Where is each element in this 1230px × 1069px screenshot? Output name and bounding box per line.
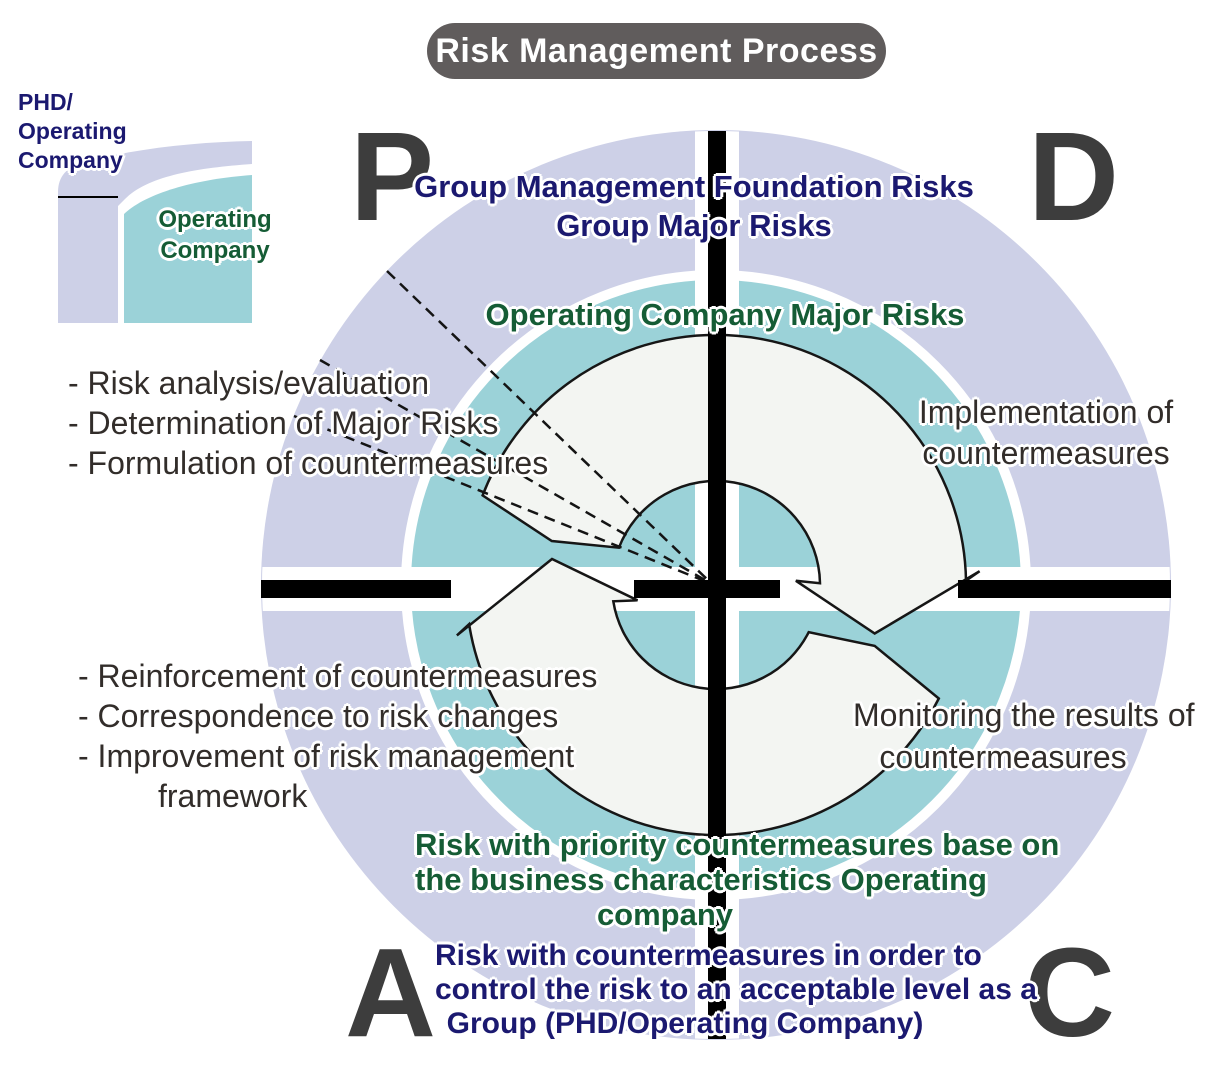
legend-swatch xyxy=(58,141,252,323)
legend-oc-shape xyxy=(124,175,252,323)
zoom-dash-lines xyxy=(293,270,713,586)
legend-phd-line: Company xyxy=(18,147,123,173)
letter-check: C xyxy=(1024,922,1115,1063)
middle-ring-top-line: Operating Company Major Risks xyxy=(485,297,965,332)
letter-act: A xyxy=(345,922,436,1063)
act-item: - Correspondence to risk changes xyxy=(78,698,559,734)
check-annotation-line: Monitoring the results of xyxy=(853,697,1195,733)
outer-ring-bottom-line: Risk with countermeasures in order to xyxy=(435,939,982,972)
cross-bar-horizontal-left xyxy=(261,580,451,598)
zoom-dash-line-2 xyxy=(319,358,713,586)
act-item: framework xyxy=(158,778,308,814)
letter-do: D xyxy=(1028,106,1119,247)
act-items: - Reinforcement of countermeasures - Cor… xyxy=(78,656,597,816)
act-item: - Reinforcement of countermeasures xyxy=(78,658,598,694)
do-annotation-line: Implementation of xyxy=(918,394,1174,430)
letter-plan: P xyxy=(350,106,435,247)
outer-ring-top-line: Group Major Risks xyxy=(556,208,832,243)
middle-ring-bottom-line: company xyxy=(596,897,734,932)
outer-ring-top-line: Group Management Foundation Risks xyxy=(414,169,974,204)
check-annotation: Monitoring the results of countermeasure… xyxy=(853,694,1195,778)
plan-item: - Risk analysis/evaluation xyxy=(68,365,430,401)
zoom-dash-line-3 xyxy=(293,414,713,586)
legend-phd-line: Operating xyxy=(18,118,127,144)
outer-ring-top-label: Group Management Foundation Risks Group … xyxy=(344,167,1044,245)
plan-item: - Determination of Major Risks xyxy=(68,405,499,441)
legend-phd-label: PHD/ Operating Company xyxy=(18,88,127,175)
legend-phd-shape xyxy=(58,141,252,323)
cycle-arrow-top xyxy=(481,333,981,635)
middle-ring-bottom-label: Risk with priority countermeasures base … xyxy=(415,827,1060,932)
cycle-arrow-bottom xyxy=(456,557,941,837)
legend-oc-line: Operating xyxy=(158,206,272,233)
do-annotation: Implementation of countermeasures xyxy=(896,392,1196,474)
plan-item: - Formulation of countermeasures xyxy=(68,445,549,481)
check-annotation-line: countermeasures xyxy=(879,739,1127,775)
cross-bars xyxy=(261,131,1171,1039)
middle-ring-bottom-line: Risk with priority countermeasures base … xyxy=(415,827,1060,862)
legend-phd-line: PHD/ xyxy=(18,89,73,115)
outer-ring-bottom-line: Group (PHD/Operating Company) xyxy=(446,1007,924,1040)
outer-ring-bottom-label: Risk with countermeasures in order to co… xyxy=(435,939,1037,1041)
page-title: Risk Management Process xyxy=(435,31,878,70)
legend-oc-label: Operating Company xyxy=(145,204,285,266)
outer-ring-bottom-line: control the risk to an acceptable level … xyxy=(435,973,1037,1006)
title-banner: Risk Management Process xyxy=(427,23,886,79)
middle-ring-bottom-line: the business characteristics Operating xyxy=(415,862,987,897)
legend-oc-line: Company xyxy=(160,237,270,264)
act-item: - Improvement of risk management xyxy=(78,738,575,774)
middle-ring-top-label: Operating Company Major Risks xyxy=(475,297,975,333)
cross-bar-horizontal-right xyxy=(958,580,1171,598)
cross-bar-horizontal-middle xyxy=(634,580,780,598)
zoom-dash-line-1 xyxy=(386,270,713,585)
plan-items: - Risk analysis/evaluation - Determinati… xyxy=(68,363,548,483)
do-annotation-line: countermeasures xyxy=(922,435,1170,471)
